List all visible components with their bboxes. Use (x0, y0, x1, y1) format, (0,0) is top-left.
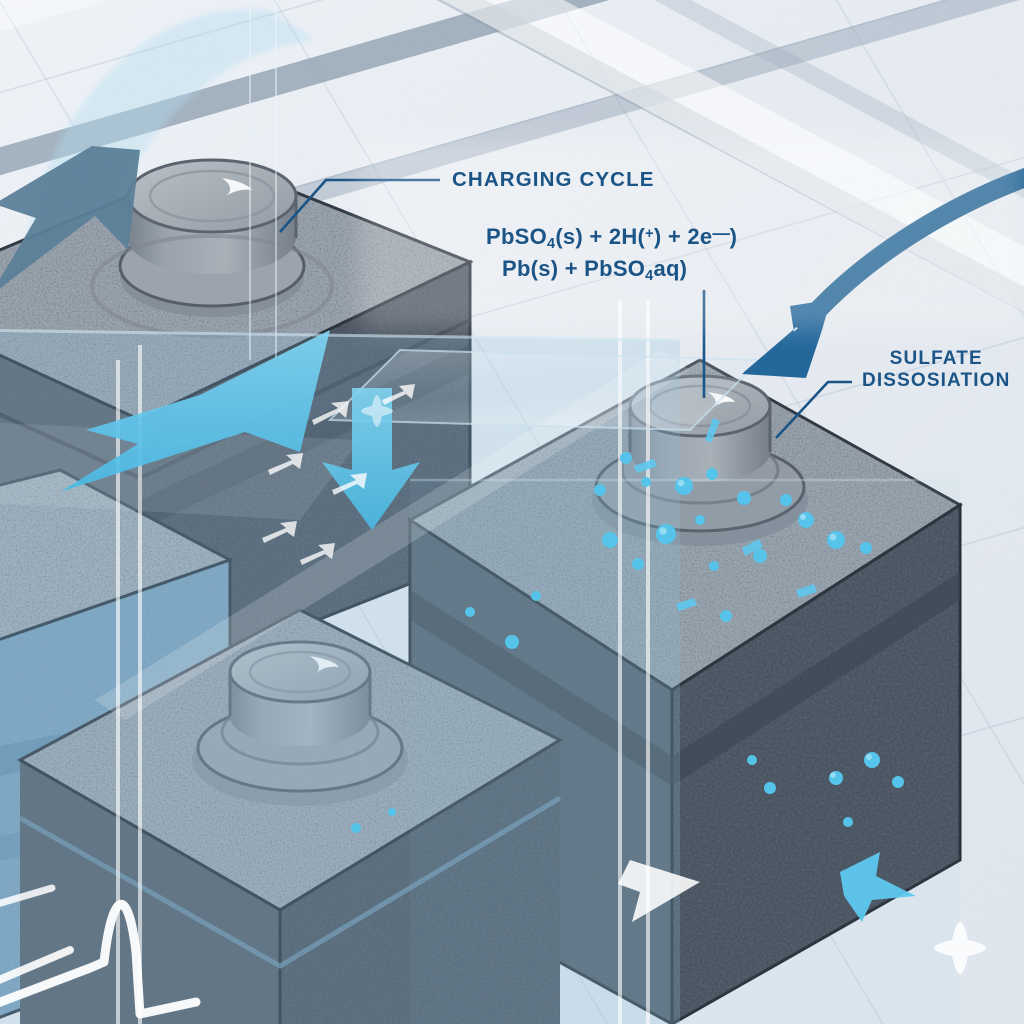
isometric-scene (0, 0, 1024, 1024)
diagram-canvas: CHARGING CYCLE SULFATE DISSOSIATION PbSO… (0, 0, 1024, 1024)
film-grain (0, 0, 1024, 1024)
